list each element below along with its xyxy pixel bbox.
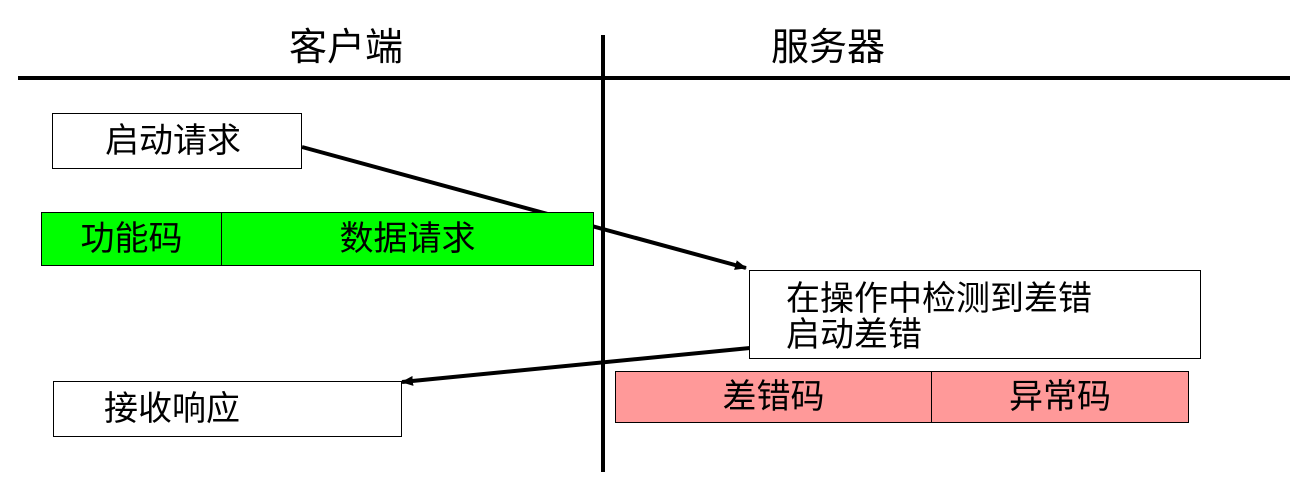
client-column-heading: 客户端	[288, 25, 403, 69]
start-request-box: 启动请求	[52, 113, 302, 169]
function-code-cell: 功能码	[42, 213, 222, 265]
error-code-cell: 差错码	[616, 372, 932, 422]
error-frame: 差错码 异常码	[615, 371, 1189, 423]
data-request-cell: 数据请求	[222, 213, 593, 265]
error-detected-line1: 在操作中检测到差错	[786, 279, 1092, 319]
receive-response-label: 接收响应	[104, 389, 240, 429]
data-request-label: 数据请求	[339, 219, 476, 259]
error-code-label: 差错码	[722, 377, 825, 417]
exception-code-label: 异常码	[1009, 377, 1111, 417]
function-code-label: 功能码	[80, 219, 183, 259]
exception-code-cell: 异常码	[932, 372, 1188, 422]
error-detected-box: 在操作中检测到差错 启动差错	[749, 270, 1201, 359]
response-arrow	[401, 346, 751, 386]
error-detected-line2: 启动差错	[786, 315, 922, 355]
request-arrow	[301, 145, 747, 270]
server-column-heading: 服务器	[770, 25, 885, 69]
start-request-label: 启动请求	[105, 121, 241, 161]
request-frame: 功能码 数据请求	[41, 212, 594, 266]
receive-response-box: 接收响应	[53, 381, 402, 437]
